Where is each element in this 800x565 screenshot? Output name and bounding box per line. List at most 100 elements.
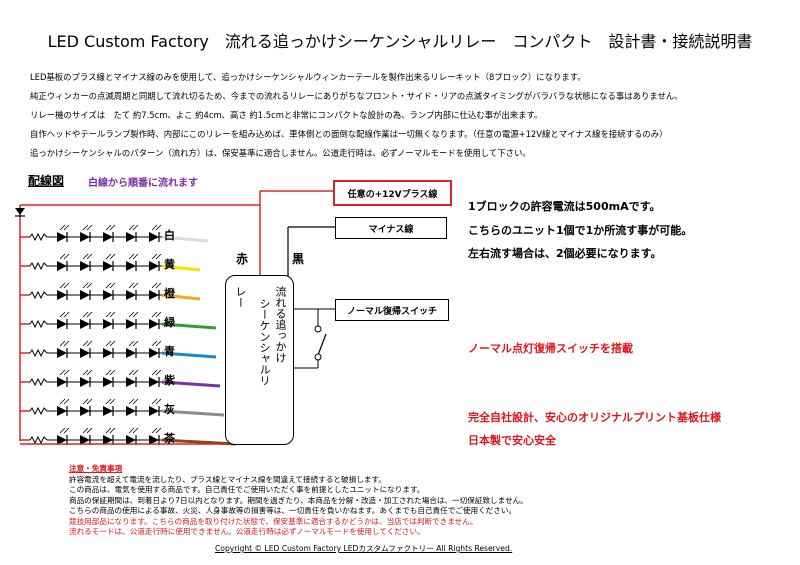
resistor-icon	[29, 348, 48, 358]
channel-wire-4	[161, 322, 217, 330]
disclaimer-line: 許容電流を超えて電流を流したり、プラス線とマイナス線を間違えて接続すると破損しま…	[69, 474, 386, 484]
led-icon	[57, 435, 67, 445]
led-icon	[57, 290, 67, 300]
led-emit-arrow	[155, 398, 162, 405]
led-emit-arrow	[59, 427, 66, 434]
led-emit-arrow	[59, 282, 66, 289]
relay-label-col2: シーケンシャルリ	[258, 298, 271, 386]
led-icon	[103, 319, 113, 329]
led-icon	[80, 290, 90, 300]
led-icon	[126, 377, 136, 387]
intro-text: LED基板のプラス線とマイナス線のみを使用して、追っかけシーケンシャルウィンカー…	[30, 68, 683, 163]
disclaimer-warning: 競技用部品になります。こちらの商品を取り付けた状態で、保安基準に適合するかどうか…	[69, 516, 478, 526]
led-emit-arrow	[132, 311, 139, 318]
relay-label-col1: 流れる追っかけ	[274, 286, 287, 363]
led-emit-arrow	[109, 398, 116, 405]
led-icon	[80, 406, 90, 416]
led-emit-arrow	[82, 311, 89, 318]
current-info: 1ブロックの許容電流は500mAです。	[468, 200, 661, 213]
led-icon	[57, 319, 67, 329]
disclaimer: 注意・免責事項 許容電流を超えて電流を流したり、プラス線とマイナス線を間違えて接…	[69, 464, 528, 538]
led-emit-arrow	[63, 398, 70, 405]
channel-label: 橙	[164, 287, 175, 300]
channel-wire-1	[161, 235, 209, 243]
led-emit-arrow	[86, 398, 93, 405]
led-emit-arrow	[132, 369, 139, 376]
led-icon	[103, 435, 113, 445]
relay-label-col3: レー	[234, 286, 247, 308]
led-icon	[57, 406, 67, 416]
channel-label: 緑	[164, 316, 175, 329]
led-emit-arrow	[155, 311, 162, 318]
led-emit-arrow	[109, 340, 116, 347]
led-emit-arrow	[151, 369, 158, 376]
led-icon	[103, 290, 113, 300]
led-emit-arrow	[128, 282, 135, 289]
led-emit-arrow	[105, 253, 112, 260]
led-icon	[80, 377, 90, 387]
led-emit-arrow	[86, 253, 93, 260]
led-icon	[126, 290, 136, 300]
diode-icon	[15, 208, 25, 215]
led-emit-arrow	[105, 282, 112, 289]
plus-12v-box: 任意の+12Vプラス線	[333, 180, 452, 206]
black-wire-label: 黒	[292, 252, 305, 266]
channel-wire-7	[161, 409, 225, 417]
led-icon	[149, 435, 159, 445]
led-icon	[57, 261, 67, 271]
led-emit-arrow	[82, 224, 89, 231]
led-emit-arrow	[109, 282, 116, 289]
intro-line: リレー機のサイズは たて 約7.5cm、よこ 約4cm、高さ 約1.5cmと非常…	[30, 110, 543, 120]
resistor-icon	[29, 290, 48, 300]
led-emit-arrow	[128, 224, 135, 231]
led-emit-arrow	[105, 427, 112, 434]
led-emit-arrow	[128, 311, 135, 318]
channel-label: 茶	[164, 432, 175, 445]
led-emit-arrow	[105, 398, 112, 405]
led-emit-arrow	[132, 398, 139, 405]
flow-note: 白線から順番に流れます	[88, 178, 198, 189]
minus-wire-box: マイナス線	[335, 217, 447, 239]
led-emit-arrow	[63, 282, 70, 289]
led-emit-arrow	[128, 340, 135, 347]
led-emit-arrow	[128, 253, 135, 260]
led-emit-arrow	[151, 427, 158, 434]
led-icon	[149, 348, 159, 358]
led-emit-arrow	[59, 311, 66, 318]
relay-unit: 流れる追っかけ シーケンシャルリ レー	[225, 275, 294, 445]
led-emit-arrow	[86, 427, 93, 434]
unit-info: こちらのユニット1個で1か所流す事が可能。	[468, 224, 693, 237]
led-emit-arrow	[59, 224, 66, 231]
led-emit-arrow	[109, 224, 116, 231]
led-emit-arrow	[63, 340, 70, 347]
resistor-icon	[29, 435, 48, 445]
led-icon	[80, 232, 90, 242]
led-emit-arrow	[151, 311, 158, 318]
led-emit-arrow	[86, 340, 93, 347]
led-rows	[20, 224, 237, 446]
intro-line: 追っかけシーケンシャルのパターン（流れ方）は、保安基準に適合しません。公道走行時…	[30, 148, 531, 158]
switch-contact-bottom	[314, 353, 322, 361]
led-emit-arrow	[155, 369, 162, 376]
switch-lever	[317, 333, 327, 356]
led-emit-arrow	[128, 398, 135, 405]
led-emit-arrow	[82, 282, 89, 289]
led-icon	[80, 261, 90, 271]
channel-wire-6	[161, 380, 221, 388]
led-icon	[103, 348, 113, 358]
led-emit-arrow	[59, 253, 66, 260]
disclaimer-line: 商品の保証期間は、到着日より7日以内となります。期間を過ぎたり、本商品を分解・改…	[69, 495, 528, 505]
led-icon	[149, 290, 159, 300]
led-emit-arrow	[132, 282, 139, 289]
led-emit-arrow	[82, 340, 89, 347]
led-emit-arrow	[132, 253, 139, 260]
resistor-icon	[29, 319, 48, 329]
led-emit-arrow	[105, 369, 112, 376]
red-wire-label: 赤	[236, 252, 249, 266]
led-icon	[149, 319, 159, 329]
led-emit-arrow	[132, 224, 139, 231]
channel-label: 灰	[164, 403, 175, 416]
copyright: Copyright © LED Custom Factory LEDカスタムファ…	[215, 544, 513, 553]
made-in-japan: 日本製で安心安全	[468, 434, 556, 447]
